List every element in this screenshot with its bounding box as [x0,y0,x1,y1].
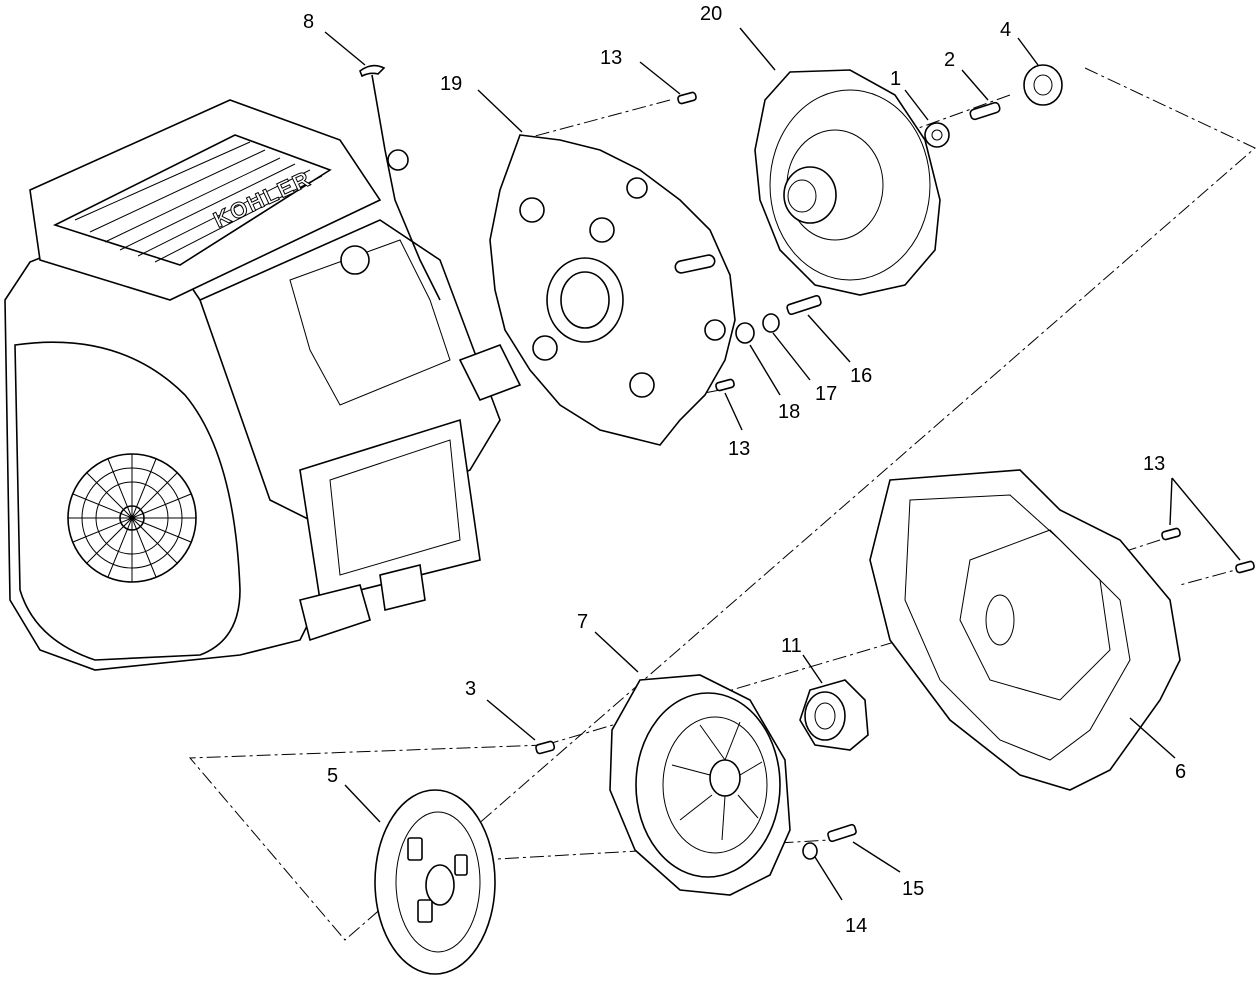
callout-4: 4 [1000,19,1011,41]
callout-13-upper: 13 [600,47,622,69]
callout-8: 8 [303,11,314,33]
part-13-dowel-pins-upper [677,91,735,392]
callout-20: 20 [700,3,722,25]
callout-5: 5 [327,765,338,787]
part-14-washer [802,842,818,860]
part-20-bearing-plate [754,69,941,296]
part-7-pressure-plate [609,674,791,896]
callout-7: 7 [577,611,588,633]
callout-6: 6 [1175,761,1186,783]
part-17-lock-washer [762,313,780,333]
callout-leaders [324,27,1241,901]
callout-13-middle: 13 [728,438,750,460]
part-11-release-bearing [799,679,869,751]
callout-18: 18 [778,401,800,423]
callout-14: 14 [845,915,867,937]
callout-19: 19 [440,73,462,95]
engine-assembly: KOHLER [4,99,522,671]
callout-15: 15 [902,878,924,900]
callout-1: 1 [890,68,901,90]
part-5-clutch-disc [374,789,496,975]
diaphragm-spring-fingers [671,721,763,841]
callout-2: 2 [944,49,955,71]
part-19-adapter-plate [489,134,736,446]
part-2-spacer [969,101,1001,121]
part-3-dowel-pin [535,740,556,755]
part-4-bearing [1023,64,1063,106]
part-18-washer [735,322,755,344]
callout-16: 16 [850,365,872,387]
part-6-bell-housing [869,469,1181,791]
flywheel-fins [68,454,196,582]
callout-3: 3 [465,678,476,700]
part-16-bolt [786,294,822,316]
callout-labels: 8 20 4 13 19 1 2 16 17 18 13 13 7 11 3 5… [303,3,1186,937]
part-13-dowel-pins-lower [1161,527,1255,574]
part-1-washer [924,122,950,148]
part-15-bolt [827,823,857,843]
part-8-dipstick-cap [359,64,386,151]
callout-13-right: 13 [1143,453,1165,475]
cooling-shroud-grille [74,141,323,263]
callout-17: 17 [815,383,837,405]
callout-11: 11 [781,635,802,657]
